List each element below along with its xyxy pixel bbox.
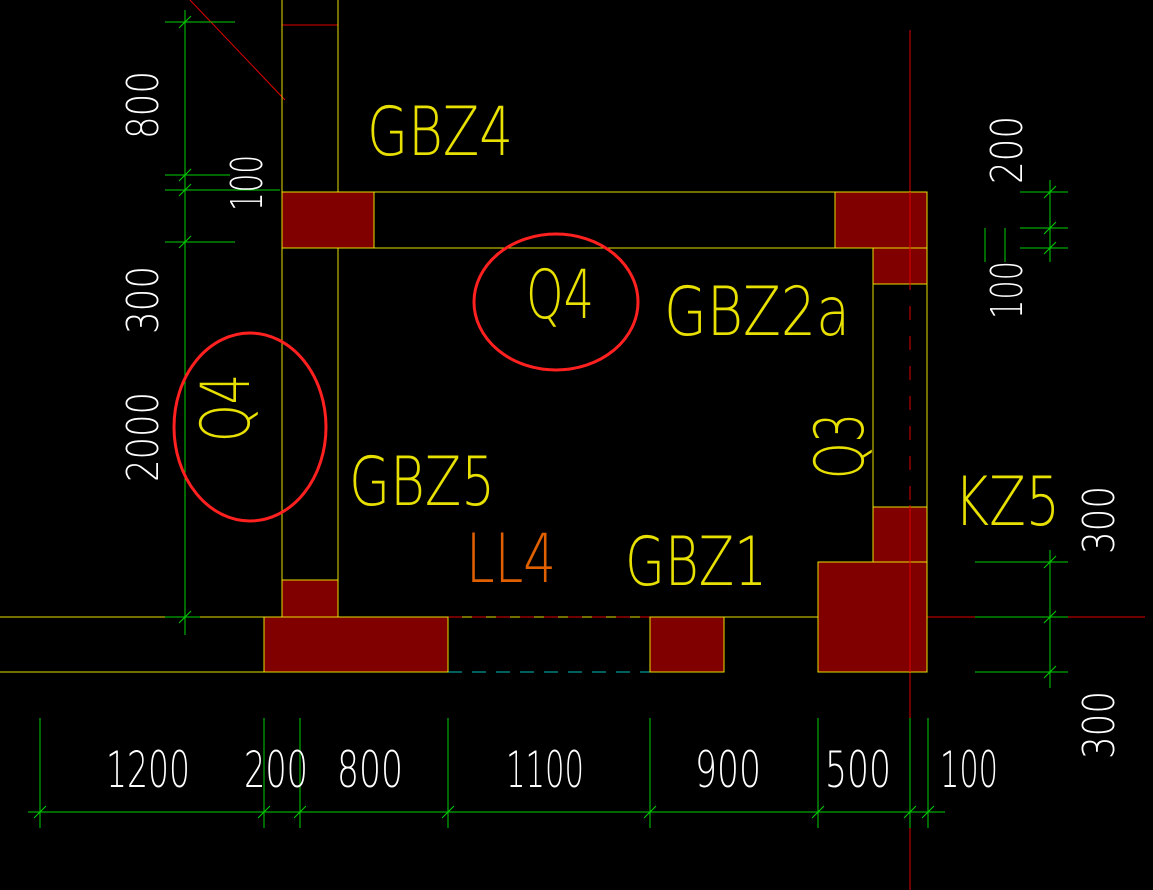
dashed-beam bbox=[448, 616, 650, 673]
dim-bottom-slash-5 bbox=[643, 805, 657, 819]
dim-left-slash-5 bbox=[178, 610, 192, 624]
label-ll4: LL4 bbox=[466, 520, 556, 599]
dim-left-slash-2 bbox=[178, 168, 192, 182]
dim-right-slash-5 bbox=[1043, 610, 1057, 624]
dimension-texts-right: 200 100 300 300 bbox=[982, 116, 1125, 759]
dim-bottom-900: 900 bbox=[695, 741, 761, 799]
dim-left-800: 800 bbox=[118, 71, 169, 139]
dim-right-slash-2 bbox=[1043, 221, 1057, 235]
dim-left-2000: 2000 bbox=[118, 392, 169, 482]
dim-bottom-1200: 1200 bbox=[106, 741, 190, 799]
dimension-lines bbox=[28, 10, 1068, 828]
column-gbz2a-top bbox=[834, 191, 928, 249]
column-gbz5 bbox=[263, 616, 449, 673]
element-labels: GBZ4 Q4 GBZ2a Q4 GBZ5 Q3 KZ5 LL4 GBZ1 bbox=[187, 93, 1060, 602]
dim-bottom-slash-3 bbox=[293, 805, 307, 819]
column-kz5-upper bbox=[872, 506, 928, 563]
label-kz5: KZ5 bbox=[954, 463, 1060, 542]
dim-right-slash-4 bbox=[1043, 555, 1057, 569]
dim-right-slash-1 bbox=[1043, 185, 1057, 199]
dim-bottom-slash-4 bbox=[441, 805, 455, 819]
column-gbz2a-side bbox=[872, 247, 928, 285]
label-gbz5: GBZ5 bbox=[349, 443, 495, 522]
label-gbz4: GBZ4 bbox=[367, 93, 513, 172]
column-gbz5-stub bbox=[281, 579, 339, 618]
dim-bottom-200: 200 bbox=[244, 741, 308, 799]
dim-left-slash-3 bbox=[178, 183, 192, 197]
dim-right-200: 200 bbox=[982, 116, 1033, 184]
dim-left-slash-4 bbox=[178, 235, 192, 249]
label-gbz2a: GBZ2a bbox=[664, 273, 850, 352]
dim-left-100: 100 bbox=[222, 155, 273, 211]
label-q4-top: Q4 bbox=[526, 256, 594, 335]
dim-bottom-slash-1 bbox=[33, 805, 47, 819]
dim-bottom-slash-7 bbox=[903, 805, 917, 819]
dim-right-slash-3 bbox=[1043, 241, 1057, 255]
label-q3: Q3 bbox=[801, 413, 880, 479]
columns bbox=[263, 191, 928, 673]
column-kz5 bbox=[817, 561, 928, 673]
dim-right-300-upper: 300 bbox=[1074, 486, 1125, 554]
circle-q4-left bbox=[172, 331, 328, 523]
dim-bottom-1100: 1100 bbox=[506, 741, 584, 799]
dim-right-300-lower: 300 bbox=[1074, 691, 1125, 759]
dim-bottom-slash-2 bbox=[257, 805, 271, 819]
dim-bottom-slash-8 bbox=[921, 805, 935, 819]
dim-right-slash-6 bbox=[1043, 665, 1057, 679]
dim-bottom-slash-6 bbox=[811, 805, 825, 819]
dimension-texts-left: 800 100 300 2000 bbox=[118, 71, 273, 482]
dim-bottom-100: 100 bbox=[940, 741, 998, 799]
column-gbz1 bbox=[649, 616, 725, 673]
circle-q4-top bbox=[472, 232, 640, 372]
dim-left-slash-1 bbox=[178, 15, 192, 29]
dim-bottom-800: 800 bbox=[337, 741, 403, 799]
column-gbz4 bbox=[281, 191, 375, 249]
label-q4-left: Q4 bbox=[187, 374, 266, 442]
highlight-circles bbox=[172, 232, 640, 523]
dim-right-100: 100 bbox=[982, 261, 1033, 319]
dim-left-300: 300 bbox=[118, 266, 169, 334]
axis-line-diagonal bbox=[189, 0, 286, 101]
label-gbz1: GBZ1 bbox=[625, 523, 767, 602]
dimension-texts-bottom: 1200 200 800 1100 900 500 100 bbox=[106, 741, 998, 799]
dim-bottom-500: 500 bbox=[825, 741, 891, 799]
